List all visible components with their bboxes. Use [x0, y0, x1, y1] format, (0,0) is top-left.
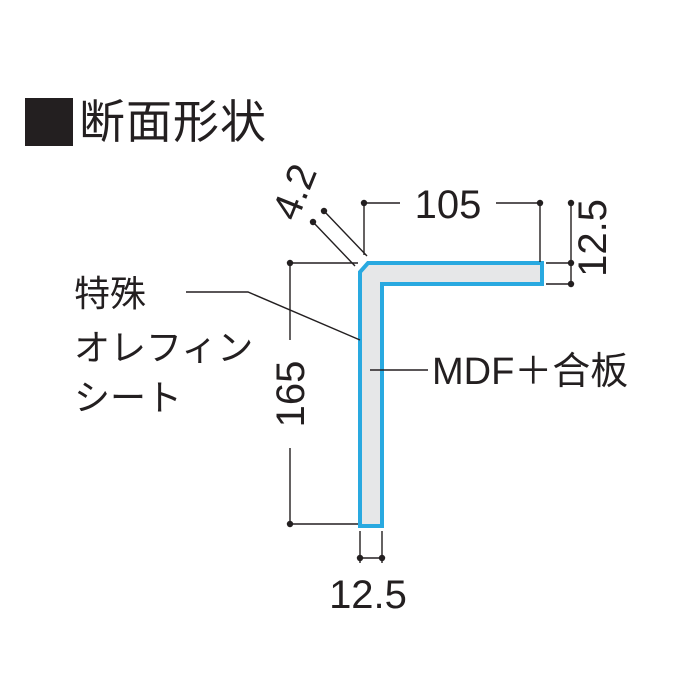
- dimension-dot: [309, 218, 317, 226]
- dimension-dot: [286, 520, 294, 528]
- surface-label-line3: シート: [74, 378, 182, 419]
- title-square-icon: [25, 98, 73, 146]
- dimension-top-thickness: [546, 203, 574, 285]
- surface-label-line2: オレフィン: [74, 328, 253, 369]
- dimension-top-width: [363, 202, 541, 262]
- core-label: MDF＋合板: [432, 351, 628, 393]
- dimension-height-value: 165: [269, 361, 313, 428]
- surface-label-line1: 特殊: [74, 274, 146, 315]
- dimension-dot: [536, 199, 544, 207]
- dimension-dot: [567, 199, 575, 207]
- dimension-dot: [286, 259, 294, 267]
- dimension-dot: [320, 207, 328, 215]
- dimension-height: [289, 262, 358, 525]
- dimension-top-thickness-value: 12.5: [571, 199, 615, 277]
- title-text: 断面形状: [79, 95, 267, 149]
- dimension-chamfer-value: 4.2: [264, 158, 326, 226]
- dimension-dot: [360, 199, 368, 207]
- l-profile-shape: [358, 261, 544, 528]
- dimension-bottom-thickness-value: 12.5: [329, 573, 407, 617]
- section-title: 断面形状: [25, 92, 267, 152]
- dimension-dot: [567, 259, 575, 267]
- surface-leader-line: [186, 291, 361, 341]
- dimension-dot: [356, 554, 364, 562]
- dimension-dot: [567, 280, 575, 288]
- dimension-bottom-thickness: [359, 531, 383, 563]
- dimension-chamfer: [312, 210, 368, 267]
- dimension-dot: [378, 554, 386, 562]
- dimension-top-width-value: 105: [415, 183, 482, 227]
